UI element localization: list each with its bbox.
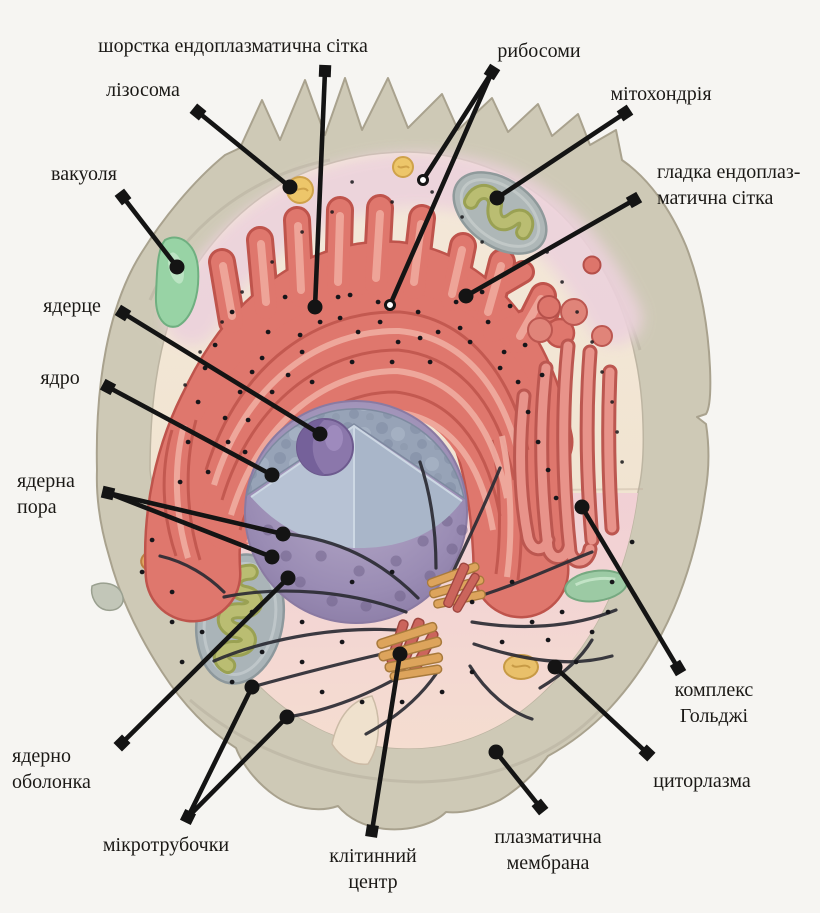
leader-target-vacuole-dot <box>169 259 185 275</box>
leader-anchor-microtubules <box>179 808 197 826</box>
leader-target-golgi-complex-dot <box>574 499 590 515</box>
nucleus-shape <box>244 400 468 624</box>
leader-line-ribosomes <box>421 70 494 182</box>
leader-line-vacuole <box>121 195 179 269</box>
lysosome-lower <box>503 654 539 680</box>
leader-target-microtubules-dot <box>279 709 295 725</box>
leader-line-rough-er <box>312 70 328 308</box>
leader-target-nuclear-pore-dot <box>275 526 291 542</box>
leader-line-smooth-er <box>464 198 636 298</box>
leader-line-cytoplasm <box>553 665 649 755</box>
leader-anchor-smooth-er <box>625 191 643 209</box>
mitochondrion-upper <box>452 171 548 255</box>
leader-line-plasma-membrane <box>494 750 542 809</box>
leader-line-nuclear-envelope <box>120 576 290 745</box>
leader-line-nucleolus <box>121 311 322 436</box>
leader-target-smooth-er-dot <box>458 288 474 304</box>
leader-line-cell-center <box>369 653 403 832</box>
leader-line-nuclear-pore <box>107 490 273 560</box>
golgi-shape <box>513 298 620 569</box>
leader-target-lysosome-dot <box>282 179 298 195</box>
membrane-pouch <box>90 582 124 612</box>
leader-target-ribosomes-ring <box>384 299 396 311</box>
leader-line-nucleus <box>106 384 274 478</box>
leader-anchor-lysosome <box>189 103 207 121</box>
leader-anchor-nuclear-pore <box>100 485 116 501</box>
leader-line-ribosomes <box>387 71 495 306</box>
ribosome-dots <box>139 289 635 705</box>
leader-anchor-rough-er <box>318 64 332 78</box>
leader-line-lysosome <box>196 110 292 189</box>
leader-anchor-ribosomes <box>483 63 501 81</box>
leader-line-golgi-complex <box>580 505 680 670</box>
green-organelle <box>564 569 628 603</box>
leader-lines <box>99 63 687 838</box>
leader-anchor-nucleus <box>99 378 117 396</box>
leader-target-mitochondrion-dot <box>489 190 505 206</box>
leader-anchor-mitochondrion <box>616 104 634 122</box>
leader-target-rough-er-dot <box>307 299 323 315</box>
leader-target-ribosomes-ring <box>417 174 429 186</box>
leader-target-nucleus-dot <box>264 467 280 483</box>
leader-target-plasma-membrane-dot <box>488 744 504 760</box>
cytosol-dots <box>183 180 624 464</box>
rough-er-shape <box>143 194 576 623</box>
leader-anchor-cytoplasm <box>638 744 656 762</box>
leader-anchor-vacuole <box>114 188 132 206</box>
leader-line-mitochondrion <box>495 111 627 200</box>
leader-anchor-nucleolus <box>114 304 132 322</box>
leader-line-microtubules <box>185 685 255 819</box>
leader-line-nuclear-pore <box>107 490 284 537</box>
centriole-upper <box>426 562 486 613</box>
leader-anchor-nuclear-envelope <box>113 734 131 752</box>
leader-target-microtubules-dot <box>244 679 260 695</box>
leader-target-cell-center-dot <box>392 646 408 662</box>
vesicles <box>537 255 602 319</box>
leader-target-cytoplasm-dot <box>547 659 563 675</box>
leader-anchor-plasma-membrane <box>531 798 549 816</box>
leader-target-nuclear-envelope-dot <box>280 570 296 586</box>
leader-target-nucleolus-dot <box>312 426 328 442</box>
leader-target-nuclear-pore-dot <box>264 549 280 565</box>
leader-line-microtubules <box>186 715 289 819</box>
nucleolus-shape <box>296 418 354 476</box>
leader-anchor-cell-center <box>365 824 379 838</box>
leader-anchor-golgi-complex <box>669 659 687 677</box>
